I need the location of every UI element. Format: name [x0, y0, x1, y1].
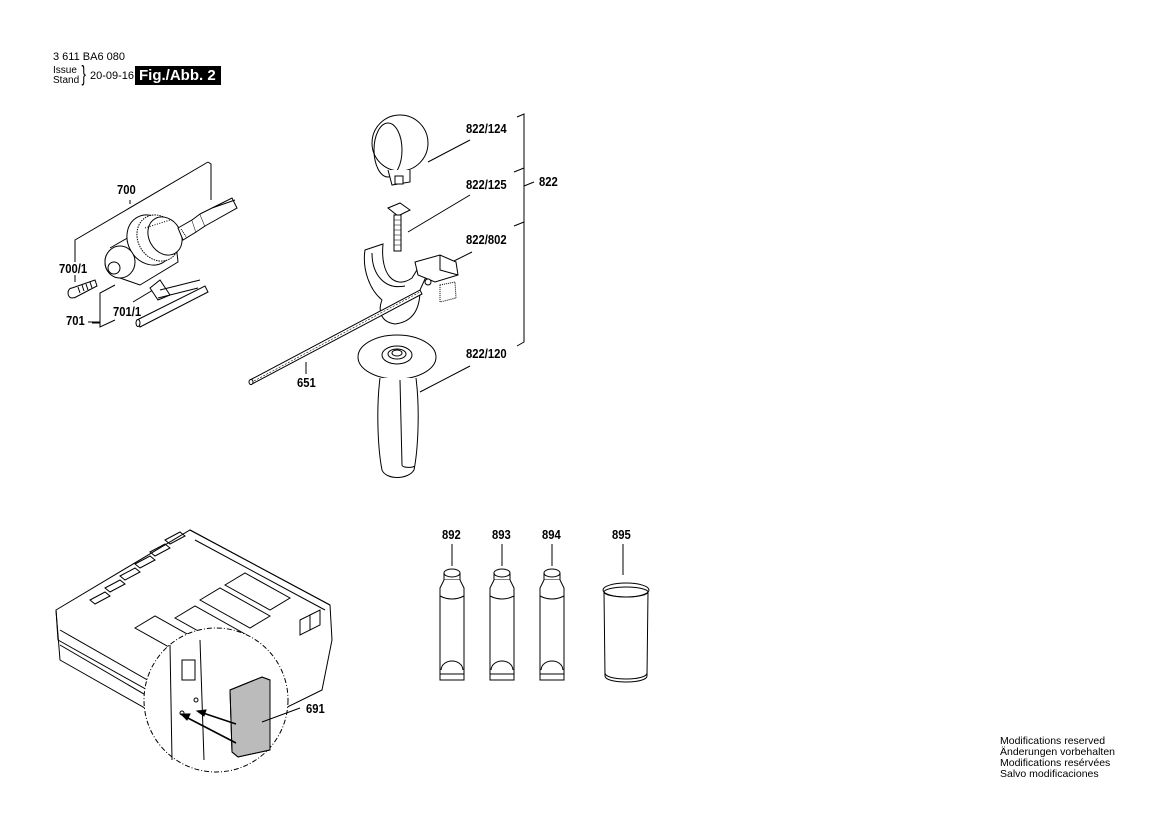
part-label-822-802: 822/802 [466, 233, 507, 247]
container-895-icon [602, 582, 650, 683]
notice-de: Änderungen vorbehalten [1000, 746, 1116, 758]
document-number: 3 611 BA6 080 [53, 51, 125, 63]
chuck-adapter-icon [177, 197, 238, 241]
figure-tag: Fig./Abb. 2 [135, 66, 221, 85]
part-label-700: 700 [117, 183, 136, 197]
part-label-895: 895 [612, 528, 631, 542]
issue-label: Issue [53, 65, 77, 76]
part-label-893: 893 [492, 528, 511, 542]
chuck-key-icon [135, 279, 209, 328]
part-label-892: 892 [442, 528, 461, 542]
issue-date: 20-09-16 [90, 70, 135, 82]
handle-head-icon [363, 243, 459, 325]
part-label-822: 822 [539, 175, 558, 189]
tube-892-icon [439, 568, 465, 681]
part-label-701-1: 701/1 [113, 305, 142, 319]
brace-glyph: } [81, 61, 86, 86]
tube-893-icon [489, 568, 515, 681]
t-bolt-icon [387, 202, 411, 252]
part-label-691: 691 [306, 702, 325, 716]
part-label-822-120: 822/120 [466, 347, 507, 361]
notice-es: Salvo modificaciones [1000, 768, 1099, 780]
notice-fr: Modifications resérvées [1000, 757, 1111, 769]
part-label-701: 701 [66, 314, 85, 328]
issue-stand-label: Issue Stand [53, 66, 79, 86]
carrying-case-icon [55, 529, 333, 773]
chuck-leader-lines [74, 161, 212, 328]
screw-icon [67, 279, 98, 299]
part-label-822-124: 822/124 [466, 122, 507, 136]
depth-rod-icon [248, 289, 423, 385]
notice-en: Modifications reserved [1000, 735, 1106, 747]
modifications-notice: Modifications reserved Änderungen vorbeh… [1000, 736, 1115, 780]
grease-tubes [439, 544, 650, 683]
part-label-700-1: 700/1 [59, 262, 88, 276]
handle-grip-icon [357, 334, 437, 478]
tube-894-icon [539, 568, 565, 681]
part-label-651: 651 [297, 376, 316, 390]
handle-bracket-lines [305, 113, 535, 393]
part-label-894: 894 [542, 528, 561, 542]
drill-chuck-icon [104, 214, 183, 286]
stand-label: Stand [53, 75, 80, 86]
part-label-822-125: 822/125 [466, 178, 507, 192]
band-clamp-icon [371, 114, 429, 186]
